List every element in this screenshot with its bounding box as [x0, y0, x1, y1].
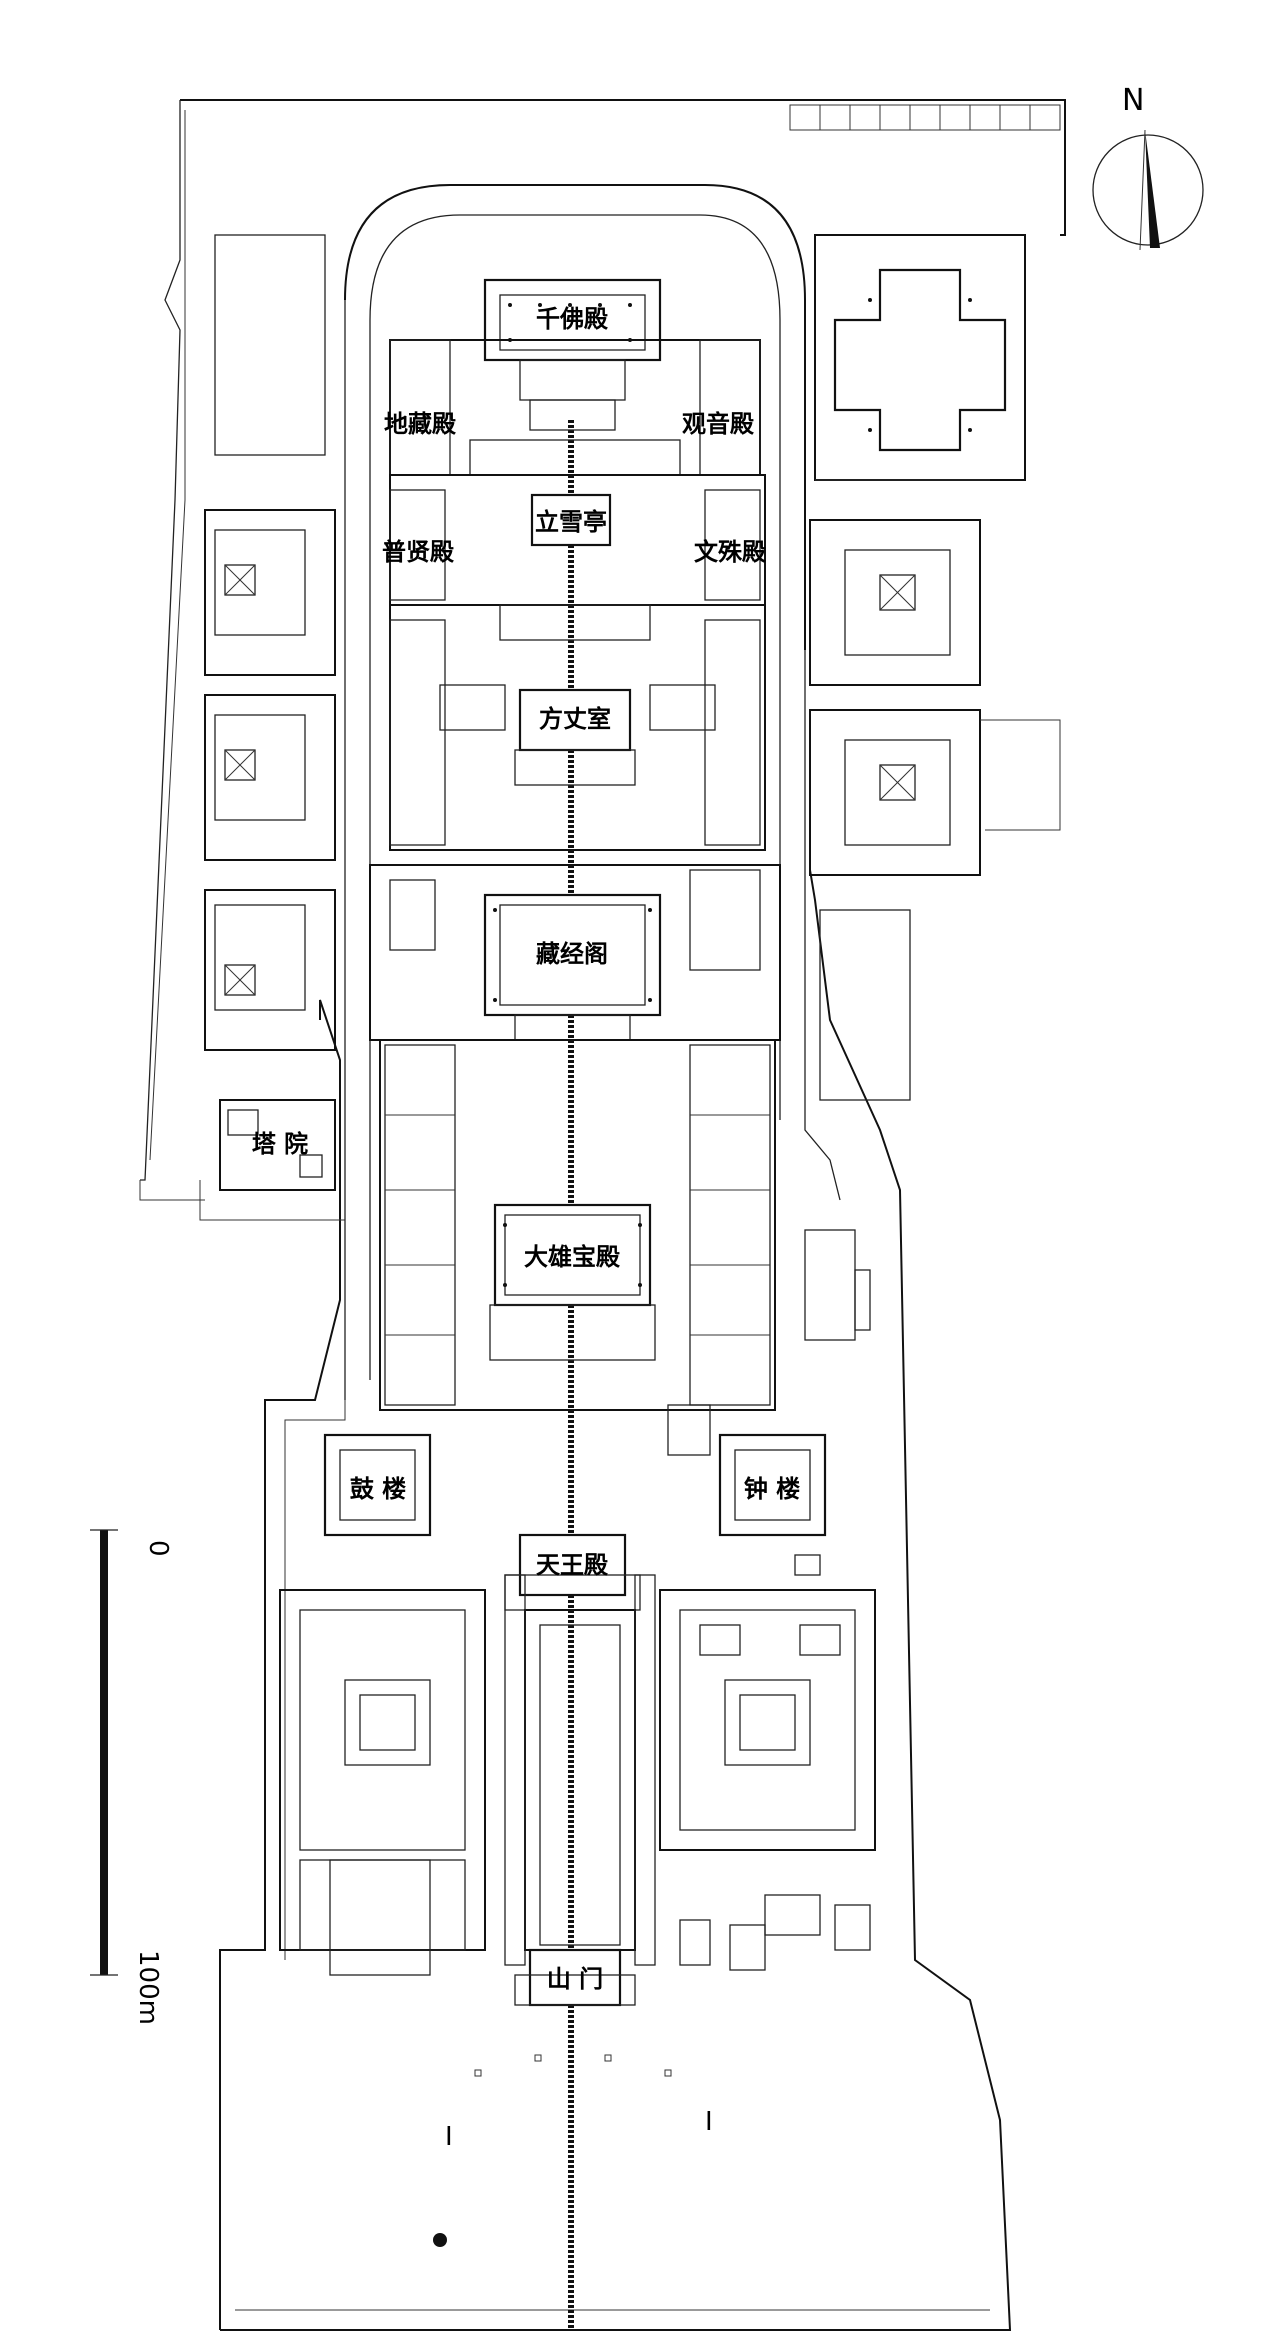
site-boundary [139, 99, 1066, 2331]
west-courtyard-c [204, 889, 336, 1051]
svg-text:文殊殿: 文殊殿 [694, 538, 767, 566]
label-dizang: 地藏殿 [384, 410, 457, 438]
label-qianfo: 千佛殿 [536, 305, 609, 333]
label-daxiong: 大雄宝殿 [524, 1243, 621, 1271]
label-shanmen: 山 门 [547, 1965, 603, 1993]
svg-text:山 门: 山 门 [547, 1965, 603, 1993]
east-courtyard-b [809, 709, 1061, 876]
label-guanyin: 观音殿 [682, 410, 755, 438]
label-fangzhang: 方丈室 [539, 705, 611, 733]
east-courtyard [659, 1589, 876, 1971]
east-open-lots [794, 909, 911, 1576]
label-wenshu: 文殊殿 [694, 538, 767, 566]
bell-tower [667, 1404, 827, 1537]
west-courtyard-a [204, 509, 336, 676]
svg-text:普贤殿: 普贤殿 [382, 538, 455, 566]
west-courtyard [279, 1589, 486, 1976]
west-courtyard-b [204, 694, 336, 861]
column-grid [493, 298, 972, 1287]
svg-text:100m: 100m [133, 1950, 163, 2025]
qianfo-hall [483, 278, 662, 431]
north-compass-icon: N [1092, 83, 1204, 251]
svg-text:千佛殿: 千佛殿 [536, 305, 609, 333]
svg-text:I: I [445, 2122, 453, 2152]
west-long-lot [214, 234, 326, 456]
svg-text:观音殿: 观音殿 [682, 410, 755, 438]
entry-court [504, 1574, 656, 1966]
ring-road [344, 184, 841, 1400]
svg-text:钟 楼: 钟 楼 [744, 1475, 800, 1503]
svg-text:I: I [705, 2107, 713, 2137]
daxiong-courtyard [379, 1039, 776, 1411]
pagoda-yard [219, 1099, 336, 1191]
svg-text:藏经阁: 藏经阁 [536, 940, 608, 968]
svg-text:塔 院: 塔 院 [252, 1130, 308, 1158]
svg-text:方丈室: 方丈室 [539, 705, 611, 733]
svg-text:0: 0 [143, 1540, 173, 1557]
scale-bar: 0 100m [90, 1529, 173, 2025]
drum-tower [323, 1433, 432, 1537]
label-gulou: 鼓 楼 [350, 1475, 406, 1503]
east-cross-hall [814, 234, 1026, 481]
top-edge-rooms [789, 104, 1061, 131]
svg-text:地藏殿: 地藏殿 [384, 410, 457, 438]
east-courtyard-a [809, 519, 981, 686]
shanmen-gate [514, 1948, 636, 2007]
label-cangjing: 藏经阁 [536, 940, 608, 968]
svg-text:立雪亭: 立雪亭 [535, 508, 607, 536]
label-zhonglou: 钟 楼 [744, 1475, 800, 1503]
forecourt-markers: I I [433, 2054, 713, 2247]
label-lixue: 立雪亭 [535, 508, 607, 536]
svg-text:N: N [1122, 83, 1144, 118]
label-tayuan: 塔 院 [252, 1130, 308, 1158]
svg-text:天王殿: 天王殿 [536, 1551, 609, 1579]
label-puxian: 普贤殿 [382, 538, 455, 566]
svg-text:大雄宝殿: 大雄宝殿 [524, 1243, 621, 1271]
fangzhang-courtyard [389, 604, 766, 851]
svg-text:鼓 楼: 鼓 楼 [350, 1475, 406, 1503]
label-tianwang: 天王殿 [536, 1551, 609, 1579]
